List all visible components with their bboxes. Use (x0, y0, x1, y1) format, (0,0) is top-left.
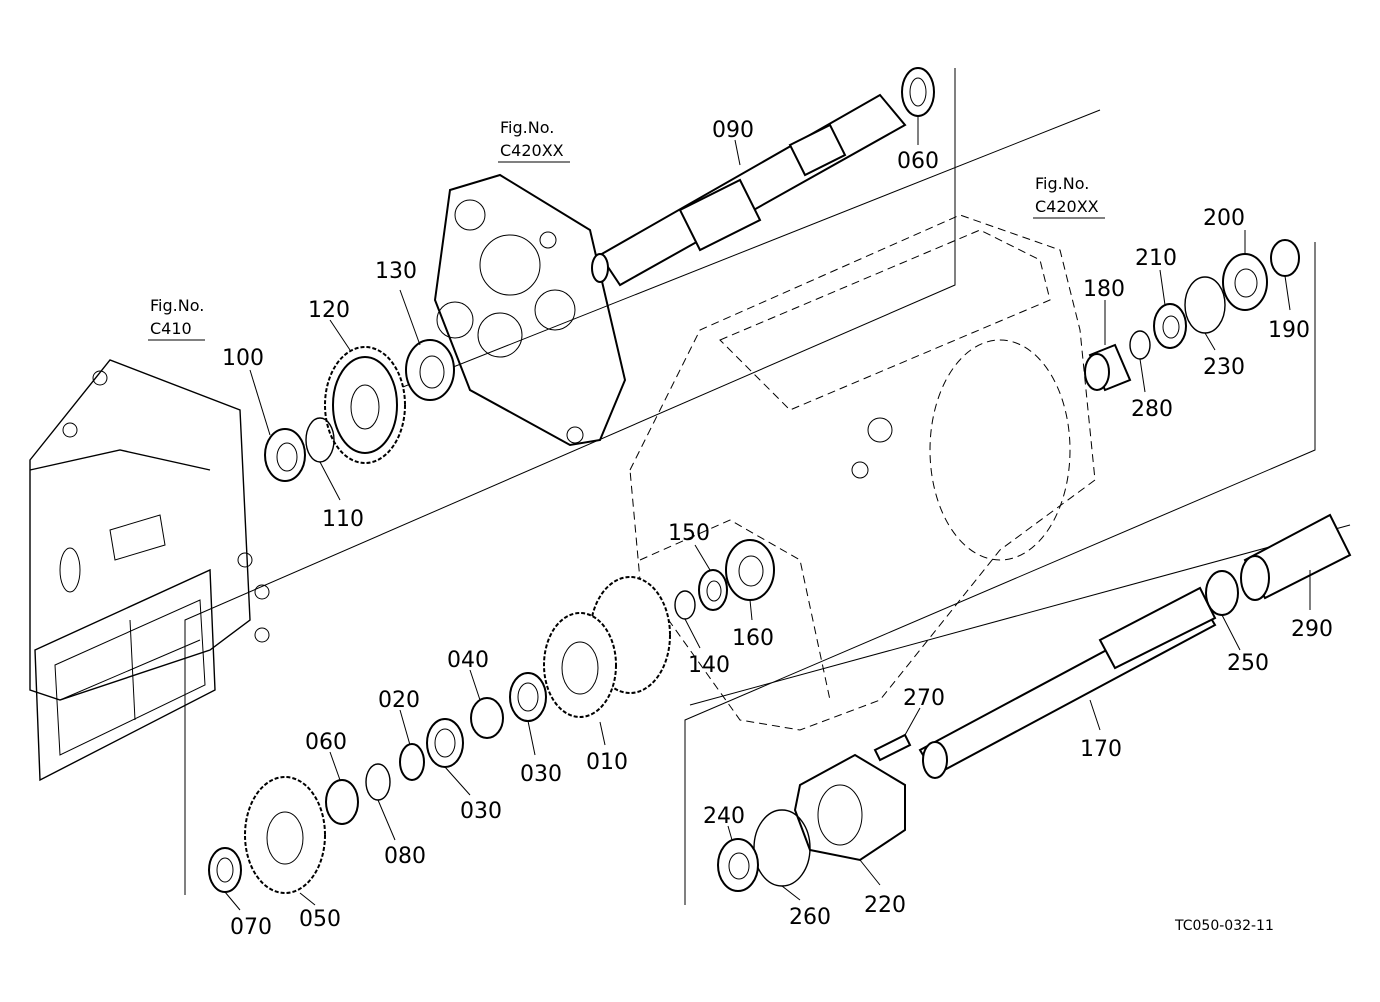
gear-120 (324, 346, 406, 464)
part-label: 290 (1291, 617, 1333, 642)
fig-ref-line1: Fig.No. (150, 296, 204, 315)
bearing-210 (1153, 303, 1187, 349)
part-label: 140 (688, 653, 730, 678)
part-label: 150 (668, 521, 710, 546)
part-label: 050 (299, 907, 341, 932)
part-label: 220 (864, 893, 906, 918)
center-plate (433, 173, 627, 447)
circlip-230 (1184, 276, 1226, 334)
bearing-130 (405, 339, 455, 401)
fig-ref-c420xx-right: Fig.No. C420XX (1033, 174, 1105, 219)
part-label: 260 (789, 905, 831, 930)
case-220 (793, 753, 906, 862)
part-label: 060 (305, 730, 347, 755)
part-label: 200 (1203, 206, 1245, 231)
fig-ref-c410: Fig.No. C410 (148, 296, 205, 341)
drawing-code: TC050-032-11 (1174, 918, 1274, 934)
part-label: 060 (897, 149, 939, 174)
bearing-160 (725, 539, 775, 601)
part-label: 070 (230, 915, 272, 940)
part-label: 010 (586, 750, 628, 775)
part-label: 240 (703, 804, 745, 829)
bush-180 (1084, 343, 1132, 392)
fig-ref-line1: Fig.No. (1035, 174, 1089, 193)
part-label: 180 (1083, 277, 1125, 302)
washer-020 (399, 743, 425, 781)
part-label: 020 (378, 688, 420, 713)
collar-060-b (325, 779, 359, 825)
part-label: 230 (1203, 355, 1245, 380)
collar-150 (698, 569, 728, 611)
seal-250 (1205, 570, 1239, 616)
fig-ref-line2: C410 (150, 319, 192, 338)
part-labels: 090 060 130 120 100 110 180 210 200 190 … (222, 118, 1333, 940)
bearing-070 (208, 847, 242, 893)
fig-ref-c420xx-top: Fig.No. C420XX (498, 118, 570, 163)
part-label: 210 (1135, 246, 1177, 271)
collar-040 (470, 697, 504, 739)
part-label: 250 (1227, 651, 1269, 676)
circlip-280 (1129, 330, 1151, 360)
part-label: 030 (520, 762, 562, 787)
part-label: 110 (322, 507, 364, 532)
fig-ref-line1: Fig.No. (500, 118, 554, 137)
circlip-080 (365, 763, 391, 801)
fig-ref-line2: C420XX (500, 141, 564, 160)
circlip-110 (305, 417, 335, 463)
part-label: 190 (1268, 318, 1310, 343)
bearing-030-a (509, 672, 547, 722)
part-label: 080 (384, 844, 426, 869)
shaft-090 (591, 93, 907, 287)
seal-240 (717, 838, 759, 892)
bolt-270 (873, 733, 912, 762)
part-label: 030 (460, 799, 502, 824)
part-label: 100 (222, 346, 264, 371)
o-ring-260 (753, 809, 811, 887)
leader-lines (224, 116, 1311, 911)
seal-060-top (901, 67, 935, 117)
part-label: 170 (1080, 737, 1122, 762)
bearing-030-b (426, 718, 464, 768)
part-label: 040 (447, 648, 489, 673)
part-label: 280 (1131, 397, 1173, 422)
part-label: 130 (375, 259, 417, 284)
shaft-170 (918, 586, 1217, 779)
part-label: 270 (903, 686, 945, 711)
part-label: 160 (732, 626, 774, 651)
right-housing (629, 214, 1096, 731)
seal-190 (1270, 239, 1300, 277)
bearing-200 (1222, 253, 1268, 311)
gear-010 (543, 576, 671, 718)
group-frames (184, 68, 1351, 905)
part-label: 120 (308, 298, 350, 323)
fig-ref-line2: C420XX (1035, 197, 1099, 216)
circlip-140 (674, 590, 696, 620)
left-housing (29, 359, 270, 782)
bearing-100 (264, 428, 306, 482)
gear-050 (244, 776, 326, 894)
part-label: 090 (712, 118, 754, 143)
cover-290 (1240, 513, 1352, 601)
